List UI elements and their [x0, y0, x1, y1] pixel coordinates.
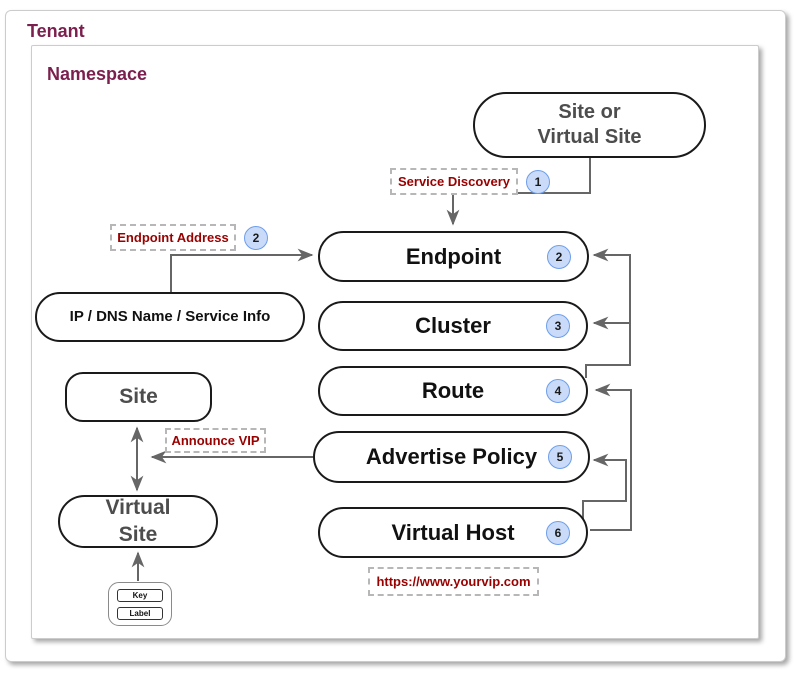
node-cluster-label: Cluster: [415, 313, 491, 339]
node-cluster: Cluster 3: [318, 301, 588, 351]
announce-vip-label: Announce VIP: [165, 428, 266, 453]
service-discovery-label-row: Service Discovery 1: [390, 168, 550, 195]
service-discovery-label: Service Discovery: [390, 168, 518, 195]
node-endpoint-label: Endpoint: [405, 243, 502, 269]
node-site-or-virtual-site-label: Site or Virtual Site: [537, 101, 642, 148]
node-ip-dns-label: IP / DNS Name / Service Info: [69, 307, 271, 325]
vip-url-label-row: https://www.yourvip.com: [368, 567, 539, 596]
node-virtual-site: Virtual Site: [58, 495, 218, 548]
node-virtual-host: Virtual Host 6: [318, 507, 588, 558]
legend-key-pill: Key: [117, 588, 163, 602]
endpoint-address-label: Endpoint Address: [110, 224, 236, 251]
virtual-host-number-badge: 6: [546, 520, 570, 545]
node-site-or-virtual-site: Site or Virtual Site: [473, 92, 706, 158]
announce-vip-text: Announce VIP: [171, 433, 260, 448]
advertise-policy-number-badge: 5: [548, 445, 572, 469]
vip-url-text: https://www.yourvip.com: [376, 574, 531, 589]
node-route-label: Route: [421, 378, 485, 404]
tenant-title: Tenant: [27, 21, 85, 41]
node-virtual-site-label: Virtual Site: [105, 496, 171, 546]
legend-label-pill: Label: [117, 606, 163, 620]
endpoint-address-text: Endpoint Address: [117, 230, 229, 245]
node-route: Route 4: [318, 366, 588, 416]
node-site: Site: [65, 372, 212, 422]
cluster-number-badge: 3: [546, 314, 570, 338]
node-ip-dns-service-info: IP / DNS Name / Service Info: [35, 292, 305, 342]
key-label-legend: Key Label: [108, 582, 172, 626]
node-site-label: Site: [119, 384, 158, 408]
node-advertise-policy: Advertise Policy 5: [313, 431, 590, 483]
node-advertise-policy-label: Advertise Policy: [365, 444, 538, 470]
step-1-badge: 1: [526, 169, 550, 194]
namespace-title: Namespace: [47, 64, 148, 84]
node-endpoint: Endpoint 2: [318, 231, 589, 282]
endpoint-number-badge: 2: [547, 244, 571, 269]
announce-vip-label-row: Announce VIP: [165, 428, 266, 453]
node-virtual-host-label: Virtual Host: [391, 519, 515, 545]
step-2-badge: 2: [244, 225, 268, 250]
vip-url-label: https://www.yourvip.com: [368, 567, 539, 596]
route-number-badge: 4: [546, 379, 570, 403]
endpoint-address-label-row: Endpoint Address 2: [110, 224, 268, 251]
service-discovery-text: Service Discovery: [397, 174, 511, 189]
